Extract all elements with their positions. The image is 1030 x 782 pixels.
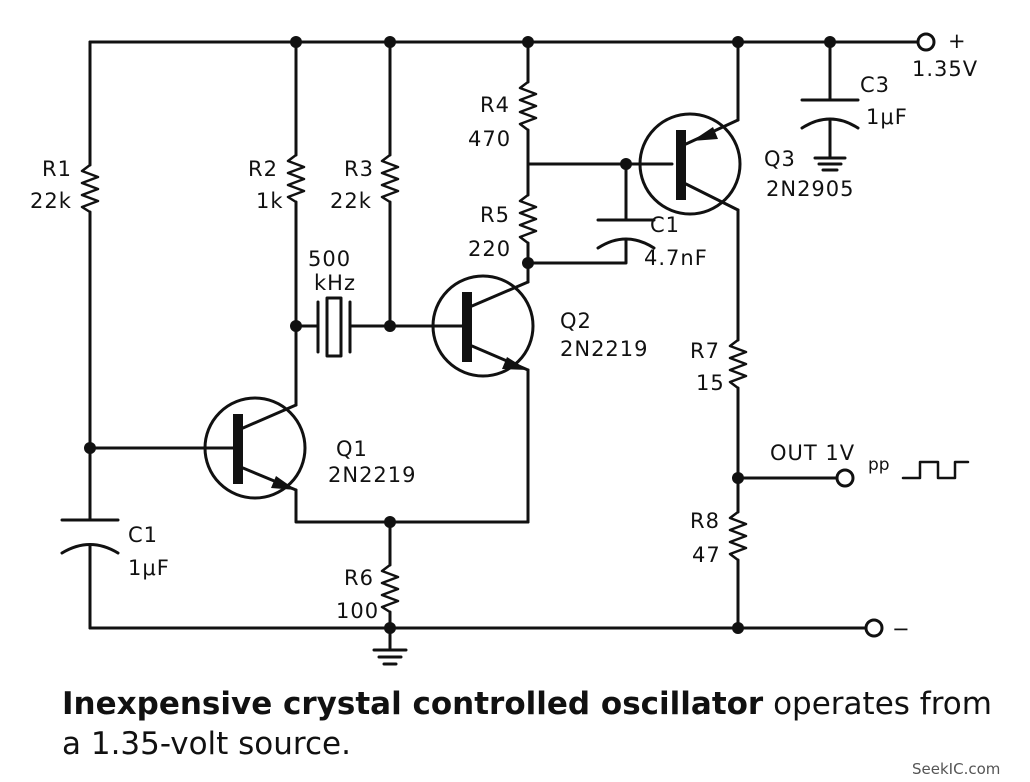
r4-name: R4: [480, 93, 510, 117]
crystal-body: [325, 296, 343, 358]
r8-value: 47: [692, 543, 721, 567]
q1-body: [203, 396, 307, 500]
q1-name: Q1: [336, 437, 368, 461]
c1b-wire-bottom: [526, 238, 628, 265]
crystal-frequency: 500: [308, 247, 351, 271]
r4-value: 470: [468, 127, 511, 151]
r7-name: R7: [690, 339, 720, 363]
r3-name: R3: [344, 157, 374, 181]
c1b-value: 4.7nF: [644, 246, 708, 270]
minus-sign: −: [892, 617, 911, 641]
r5-name: R5: [480, 203, 510, 227]
c1-value: 1μF: [128, 556, 170, 580]
q2-collector: [470, 280, 530, 308]
q3-collector: [684, 182, 740, 212]
r7-resistor: [728, 338, 748, 390]
out-terminal[interactable]: [835, 468, 855, 488]
caption-rest: operates from a 1.35-volt source.: [62, 686, 992, 762]
q1-collector: [241, 403, 298, 430]
r8-resistor: [728, 510, 748, 562]
r3-value: 22k: [330, 189, 372, 213]
plus-sign: +: [948, 29, 967, 53]
r2-resistor: [286, 153, 306, 204]
q2-base-bar: [462, 292, 472, 362]
r4-resistor: [518, 80, 538, 132]
r6-resistor: [380, 563, 400, 614]
q2-body: [431, 274, 535, 378]
q1-type: 2N2219: [328, 463, 417, 487]
q1-base-bar: [233, 414, 243, 484]
out-label: OUT 1V: [770, 441, 855, 465]
r8-name: R8: [690, 509, 720, 533]
q3-body: [638, 112, 742, 216]
plus-terminal[interactable]: [916, 32, 936, 52]
r1-value: 22k: [30, 189, 72, 213]
q1-emitter-wire: [294, 488, 530, 524]
r7-value: 15: [696, 371, 725, 395]
q3-base-bar: [676, 130, 686, 200]
c3-value: 1μF: [866, 105, 908, 129]
watermark: SeekIC.com: [912, 760, 1001, 778]
q2-emitter-arrow: [502, 357, 528, 370]
q2-name: Q2: [560, 309, 592, 333]
q2-type: 2N2219: [560, 337, 649, 361]
r5-resistor: [518, 193, 538, 245]
minus-terminal[interactable]: [864, 618, 884, 638]
r6-value: 100: [336, 599, 379, 623]
out-pp: pp: [868, 455, 890, 475]
r2-value: 1k: [256, 189, 284, 213]
c3-name: C3: [860, 73, 890, 97]
r6-name: R6: [344, 566, 374, 590]
crystal-unit: kHz: [314, 271, 356, 295]
junction-r8-bottom: [732, 622, 744, 634]
c1-name: C1: [128, 523, 158, 547]
r3-resistor: [380, 153, 400, 204]
r2-name: R2: [248, 157, 278, 181]
figure-caption: Inexpensive crystal controlled oscillato…: [62, 684, 1002, 764]
junction-q1-base: [84, 442, 96, 454]
q3-emitter-arrow: [692, 127, 718, 141]
q3-name: Q3: [764, 147, 796, 171]
supply-voltage: 1.35V: [912, 57, 978, 81]
junction-q2-base: [384, 320, 396, 332]
c1b-plate-bottom: [596, 237, 656, 250]
c1b-name: C1: [650, 213, 680, 237]
q3-type: 2N2905: [766, 177, 855, 201]
caption-bold: Inexpensive crystal controlled oscillato…: [62, 686, 764, 722]
q1-emitter-arrow: [271, 476, 296, 490]
r1-resistor: [80, 163, 100, 214]
r5-value: 220: [468, 237, 511, 261]
square-wave-icon: [901, 460, 970, 480]
r1-name: R1: [42, 157, 72, 181]
